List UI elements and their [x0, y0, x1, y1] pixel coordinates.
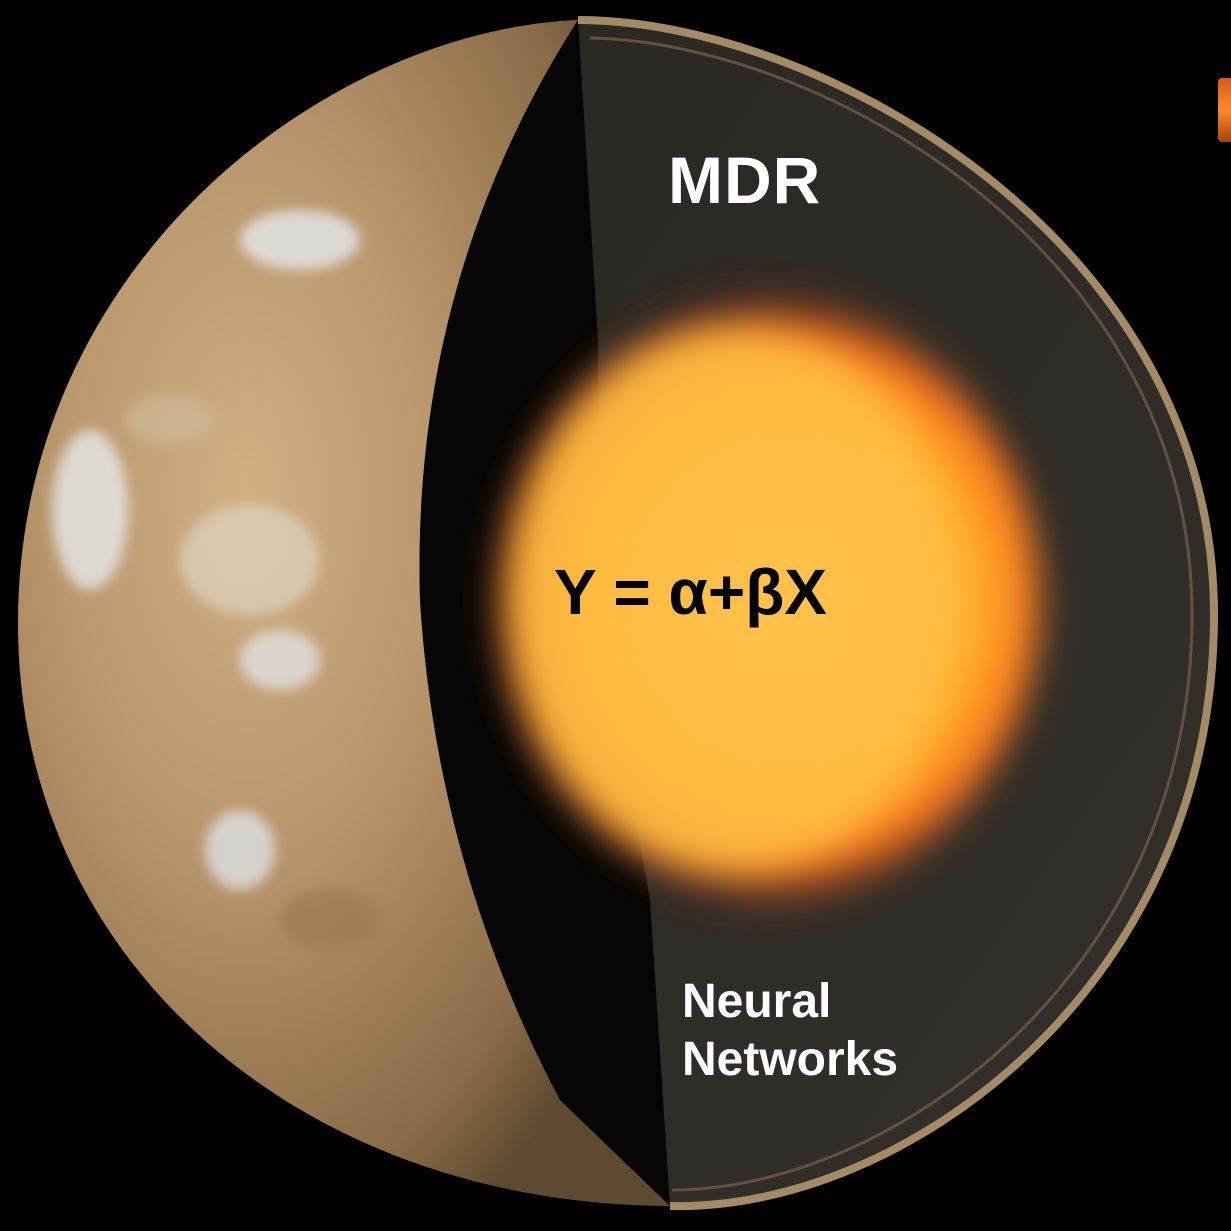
mantle-label-line1: Neural: [682, 975, 832, 1028]
core: [510, 330, 960, 870]
planet-surface: [17, 20, 670, 1206]
mantle-label: Neural Networks: [682, 973, 898, 1089]
crust-rim-inner: [589, 36, 1194, 1192]
surface-clouds: [52, 210, 380, 950]
crust-rim: [577, 16, 1219, 1211]
edge-glow-artifact: [1218, 78, 1231, 142]
crust-label: MDR: [668, 143, 822, 217]
mantle-label-line2: Networks: [682, 1033, 899, 1086]
core-label: Y = α+βX: [554, 556, 827, 628]
